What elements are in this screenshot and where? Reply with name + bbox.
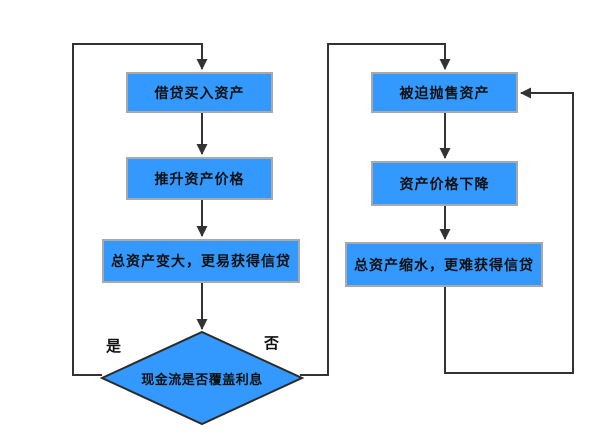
node-assets-grow-easier-credit: 总资产变大，更易获得信贷: [102, 239, 300, 283]
node-asset-prices-fall: 资产价格下降: [371, 161, 518, 206]
node-borrow-buy-assets: 借贷买入资产: [126, 72, 273, 113]
node-asset-prices-fall-label: 资产价格下降: [399, 177, 490, 193]
node-borrow-buy-assets-label: 借贷买入资产: [154, 86, 245, 102]
node-assets-shrink-harder-credit: 总资产缩水，更难获得信贷: [345, 242, 543, 287]
connector-no-branch: [300, 43, 451, 376]
decision-cashflow-covers-interest: 现金流是否覆盖利息: [141, 372, 263, 387]
node-push-up-asset-prices-label: 推升资产价格: [154, 172, 245, 188]
connector-right-loop: [444, 87, 574, 374]
branch-label-no: 否: [264, 336, 280, 352]
node-forced-to-sell-assets-label: 被迫抛售资产: [399, 86, 490, 102]
node-push-up-asset-prices: 推升资产价格: [126, 157, 273, 200]
node-forced-to-sell-assets: 被迫抛售资产: [371, 72, 518, 113]
node-assets-grow-easier-credit-label: 总资产变大，更易获得信贷: [111, 255, 291, 270]
branch-label-yes: 是: [106, 339, 122, 355]
node-assets-shrink-harder-credit-label: 总资产缩水，更难获得信贷: [354, 258, 534, 274]
decision-diamond: [99, 330, 305, 426]
connector-yes-loop: [72, 43, 208, 376]
